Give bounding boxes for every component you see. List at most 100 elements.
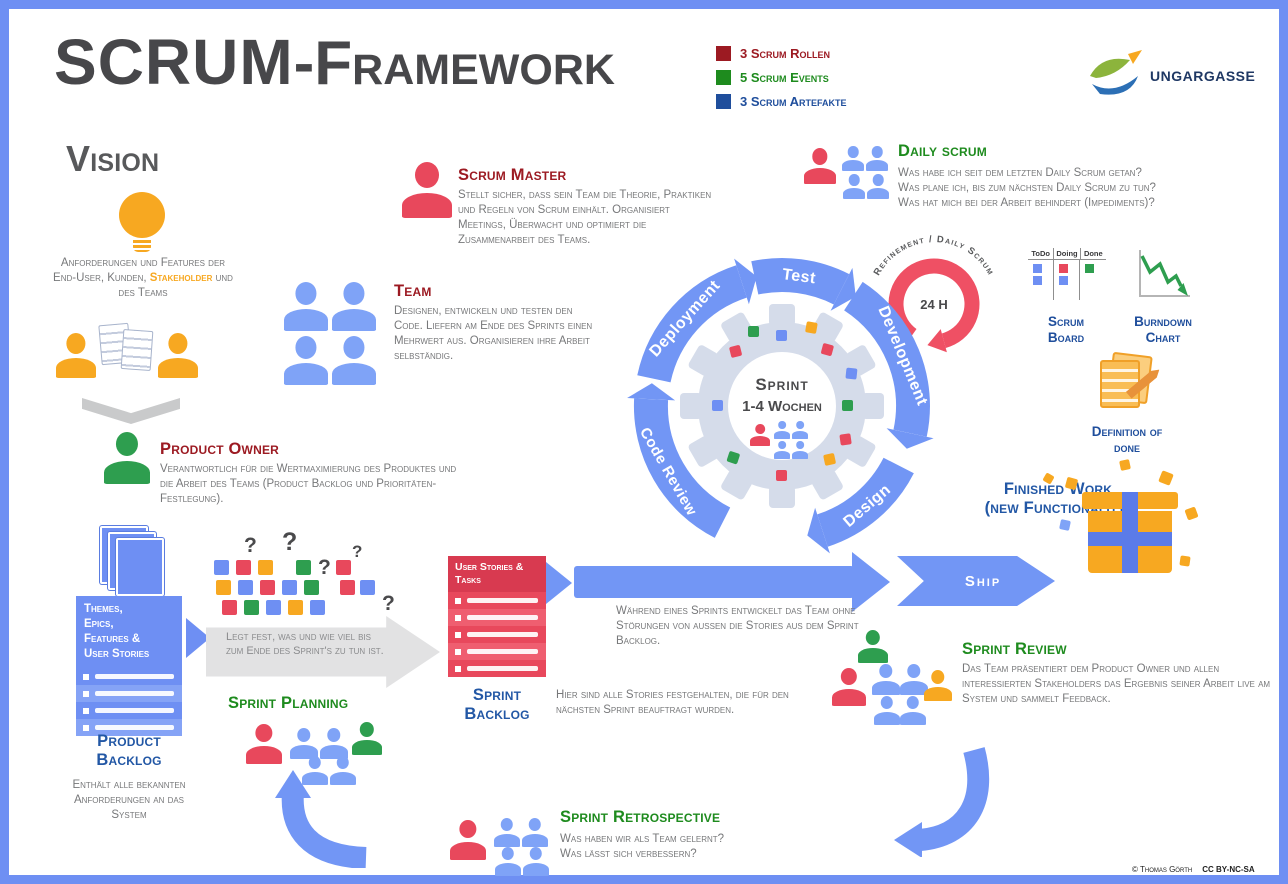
team-member-icon (284, 336, 328, 385)
retro-q2: Was lässt sich verbessern? (560, 847, 697, 860)
cycle-arrowhead (734, 258, 757, 305)
pb-line: Epics, (84, 617, 114, 630)
legend-label: 3 Scrum Rollen (740, 46, 831, 61)
phase-test: Test (781, 266, 817, 287)
phase-deployment: Deployment (646, 277, 723, 360)
scrum-master-icon (832, 668, 866, 706)
cycle-segment (816, 457, 914, 547)
refinement-24h-label: 24 H (920, 297, 947, 312)
stakeholder-icon (158, 333, 198, 378)
task-square (260, 580, 275, 595)
cycle-arrowhead (886, 428, 934, 449)
title-main: SCRUM (54, 26, 294, 98)
sprint-cycle-diagram: Deployment Test Development Design Code … (627, 258, 934, 554)
team-text: Designen, entwickeln und testen den Code… (394, 305, 593, 362)
task-square (310, 600, 325, 615)
team-member-icon (874, 696, 900, 725)
sprint-center-line1: Sprint (755, 375, 808, 394)
pb-line: Themes, (84, 603, 123, 615)
task-square (360, 580, 375, 595)
backlog-doc-icon (116, 538, 164, 596)
daily-scrum-q3: Was hat mich bei der Arbeit behindert (I… (898, 196, 1155, 209)
task-square (340, 580, 355, 595)
team-member-icon (842, 146, 864, 171)
cycle-segment (751, 258, 850, 305)
team-member-icon (494, 818, 520, 847)
question-mark: ? (318, 556, 331, 579)
scrum-master-icon (804, 148, 836, 184)
requirements-doc-icon (120, 329, 154, 371)
legend-swatch-blue (716, 94, 731, 109)
legend-item-events: 5 Scrum Events (716, 70, 847, 85)
team-member-icon (792, 441, 808, 460)
scrum-board-columns: ToDo Doing Done (1028, 248, 1106, 260)
task-square (288, 600, 303, 615)
lightbulb-icon (119, 192, 165, 238)
task-square (304, 580, 319, 595)
sprint-center-line2: 1-4 Wochen (742, 398, 822, 415)
confetti-square (1184, 506, 1199, 521)
chevron-down-icon (82, 398, 180, 424)
board-col-done: Done (1083, 249, 1103, 258)
sprint-planning-arrow-text: Legt fest, was und wie viel bis zum Ende… (226, 631, 384, 658)
board-card (1059, 264, 1068, 273)
backlog-item-row (448, 660, 546, 678)
team-member-icon (332, 336, 376, 385)
task-square (216, 580, 231, 595)
task-square (214, 560, 229, 575)
cycle-arrowhead (627, 383, 676, 401)
logo-text: UNGARGASSE (1150, 68, 1256, 84)
board-col-doing: Doing (1054, 248, 1081, 259)
backlog-item-row (448, 643, 546, 661)
team-member-icon (522, 818, 548, 847)
team-member-icon (843, 174, 865, 199)
sprint-review-title: Sprint Review (962, 640, 1067, 658)
scrum-master-icon (450, 820, 486, 860)
backlog-flow-arrow (546, 562, 572, 604)
sprint-retrospective-questions: Was haben wir als Team gelernt? Was läss… (560, 832, 860, 862)
product-owner-icon (858, 630, 888, 663)
burndown-chart-icon (1139, 250, 1190, 297)
logo: UNGARGASSE (1086, 50, 1255, 102)
daily-scrum-title: Daily scrum (898, 142, 987, 160)
sprint-flow-text: Während eines Sprints entwickelt das Tea… (616, 605, 859, 647)
confetti-square (1119, 459, 1131, 471)
task-square (244, 600, 259, 615)
board-card (1085, 264, 1094, 273)
board-card (1059, 276, 1068, 285)
cycle-segment (637, 265, 748, 383)
product-backlog-text: Enthält alle bekannten Anforderungen an … (72, 779, 186, 821)
team-member-icon (332, 282, 376, 331)
task-square (282, 580, 297, 595)
sprint-planning-title: Sprint Planning (228, 694, 349, 712)
pb-line: User Stories (84, 647, 150, 660)
team-member-icon (523, 847, 549, 876)
product-owner-title: Product Owner (160, 440, 280, 458)
backlog-item-row (76, 718, 182, 736)
stakeholder-icon (56, 333, 96, 378)
team-member-icon (900, 696, 926, 725)
team-member-icon (330, 756, 356, 785)
task-square (296, 560, 311, 575)
product-backlog-box-header: Themes, Epics, Features & User Stories (76, 596, 182, 668)
sprint-flow-arrow-bar (574, 566, 854, 598)
backlog-item-row (76, 667, 182, 685)
backlog-item-row (76, 701, 182, 719)
backlog-item-row (76, 684, 182, 702)
team-member-icon (320, 728, 348, 759)
task-squares (712, 321, 858, 481)
author-credit: © Thomas Görth (1132, 865, 1193, 874)
scrum-master-icon (246, 724, 282, 764)
cycle-segment (633, 398, 731, 538)
daily-scrum-q1: Was habe ich seit dem letzten Daily Scru… (898, 167, 1142, 179)
team-member-icon (290, 728, 318, 759)
scrum-master-text: Stellt sicher, dass sein Team die Theori… (458, 189, 712, 246)
team-member-icon (792, 421, 808, 440)
team-title: Team (394, 282, 432, 300)
legend-swatch-green (716, 70, 731, 85)
scrum-master-icon (402, 162, 452, 218)
sprint-review-text: Das Team präsentiert dem Product Owner u… (962, 663, 1271, 705)
question-mark: ? (282, 528, 298, 556)
